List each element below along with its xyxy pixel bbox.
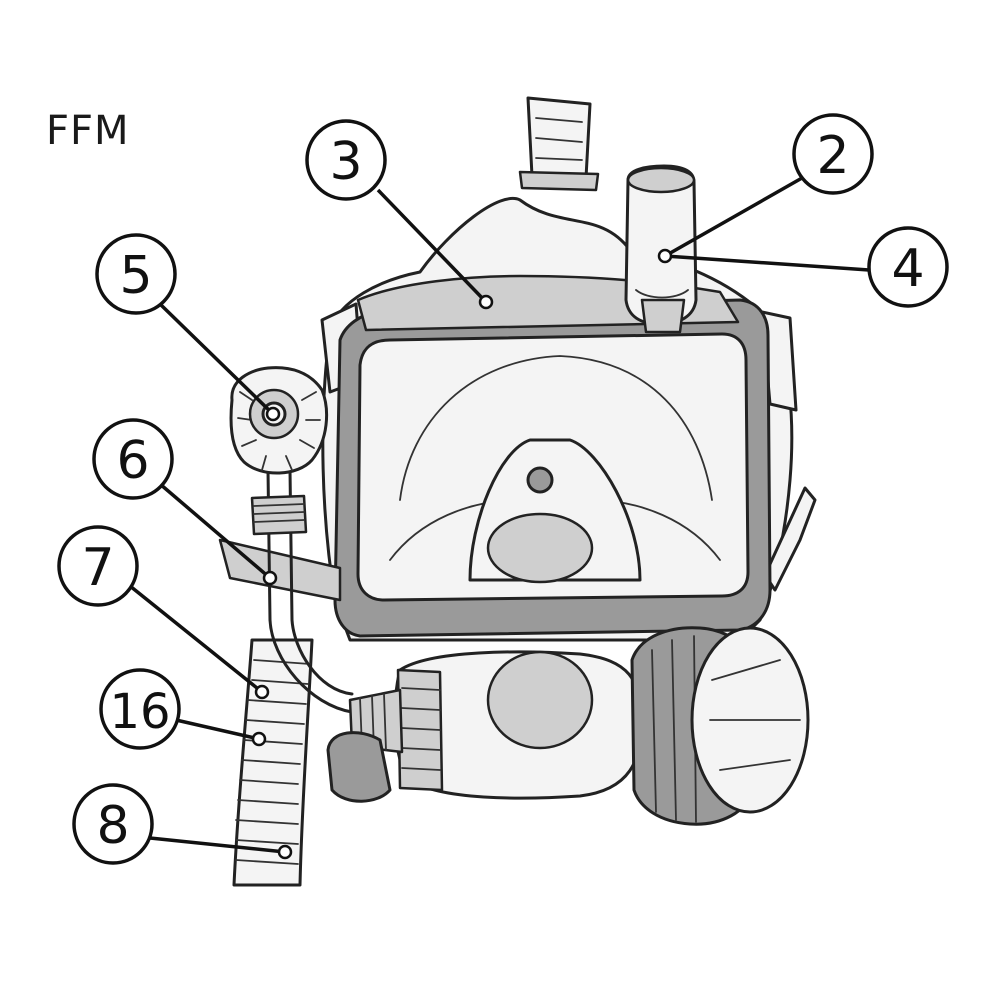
anchor-6 — [262, 570, 278, 586]
callout-6: 6 — [92, 418, 174, 500]
callout-2: 2 — [792, 113, 874, 195]
leader-5 — [158, 302, 275, 416]
leader-2 — [664, 176, 803, 258]
anchor-2-4 — [657, 248, 673, 264]
callout-7: 7 — [57, 525, 139, 607]
callout-16-label: 16 — [109, 684, 170, 740]
anchor-3 — [478, 294, 494, 310]
top-head-strap — [518, 96, 600, 192]
second-stage-regulator — [326, 650, 644, 803]
anchor-5 — [265, 406, 281, 422]
callout-16: 16 — [99, 668, 181, 750]
leader-6 — [158, 482, 272, 580]
inner-port — [526, 466, 554, 494]
leader-7 — [128, 584, 264, 694]
callout-3: 3 — [305, 119, 387, 201]
anchor-8 — [277, 844, 293, 860]
supply-tube — [266, 468, 354, 714]
callout-2-label: 2 — [816, 126, 849, 186]
right-lower-strap — [763, 486, 817, 592]
leader-3 — [376, 188, 488, 304]
leader-lines — [128, 176, 870, 854]
inner-visor-arc — [399, 355, 713, 501]
anchor-16 — [251, 731, 267, 747]
callout-7-label: 7 — [81, 538, 114, 598]
callout-5-label: 5 — [119, 246, 152, 306]
leader-anchors — [251, 248, 673, 860]
anchor-7 — [254, 684, 270, 700]
callout-8-label: 8 — [96, 796, 129, 856]
leader-16 — [175, 718, 260, 741]
callout-4-label: 4 — [891, 239, 924, 299]
diagram-title: FFM — [46, 108, 130, 154]
callout-8: 8 — [72, 783, 154, 865]
full-face-mask-illustration — [218, 96, 817, 887]
leader-8 — [149, 836, 286, 854]
tube-fitting — [250, 494, 308, 536]
leader-4 — [664, 254, 870, 272]
purge-cover — [630, 626, 810, 826]
callout-6-label: 6 — [116, 431, 149, 491]
supply-hose — [232, 638, 314, 887]
left-side-strap — [218, 538, 342, 602]
callout-3-label: 3 — [329, 132, 362, 192]
side-knob-valve — [229, 366, 329, 475]
callout-4: 4 — [867, 226, 949, 308]
callout-5: 5 — [95, 233, 177, 315]
inner-valve — [486, 512, 594, 584]
communication-tube — [624, 164, 698, 334]
